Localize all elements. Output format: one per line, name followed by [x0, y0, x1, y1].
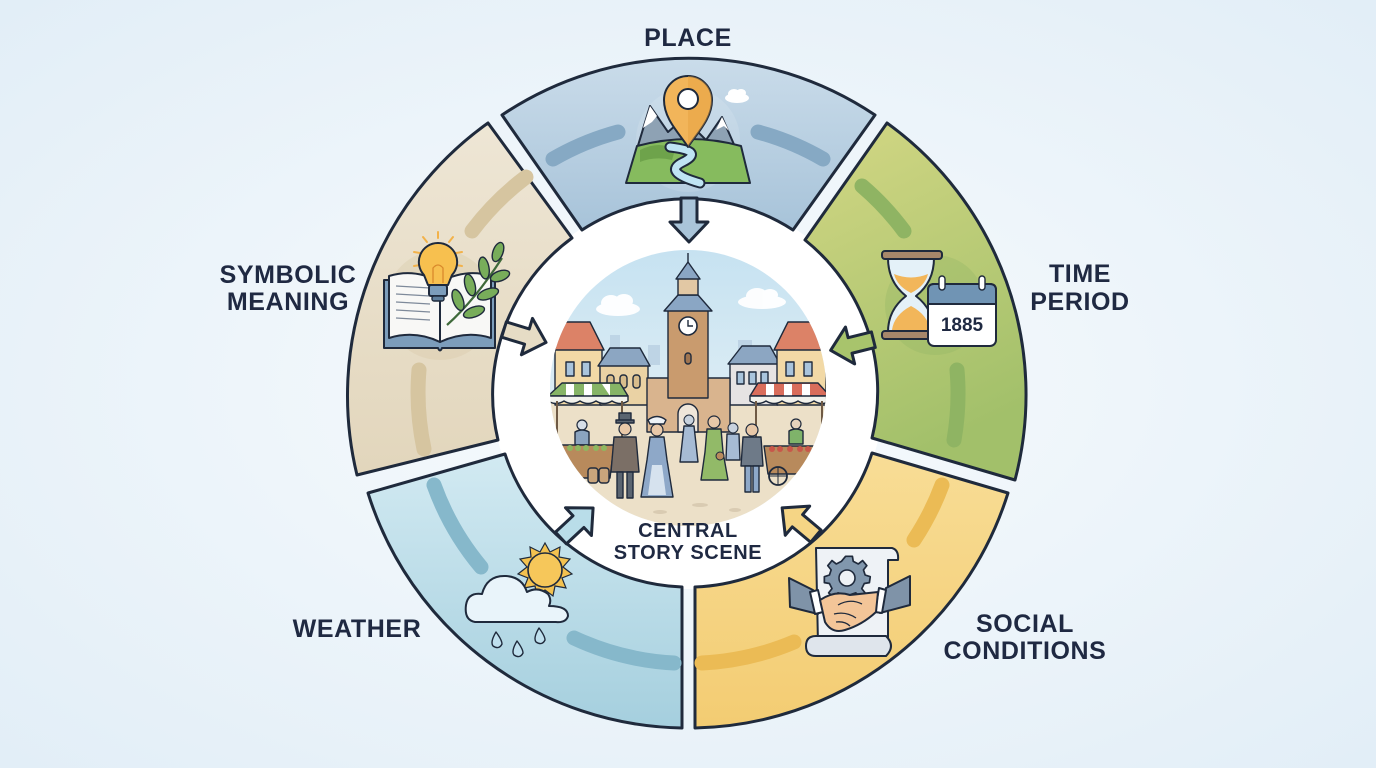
label-place: PLACE — [644, 24, 732, 52]
town-square-market-scene-icon — [550, 250, 826, 526]
svg-text:PERIOD: PERIOD — [1030, 288, 1129, 316]
label-social-conditions: SOCIAL CONDITIONS — [944, 610, 1107, 665]
segment-stripe — [694, 634, 802, 671]
arrow-place-to-center — [668, 196, 710, 244]
svg-text:CENTRAL: CENTRAL — [638, 520, 738, 542]
segment-stripe — [854, 178, 912, 239]
label-weather: WEATHER — [293, 615, 422, 643]
gear-icon — [823, 555, 872, 601]
calendar-year: 1885 — [941, 315, 984, 336]
label-time-period: TIME PERIOD — [1030, 260, 1129, 316]
people-figures — [610, 412, 764, 499]
hourglass-calendar-icon: 1885 — [881, 250, 997, 355]
svg-text:WEATHER: WEATHER — [293, 615, 422, 643]
segment-stripe — [464, 169, 534, 239]
svg-text:SOCIAL: SOCIAL — [976, 610, 1074, 638]
book-lightbulb-laurel-icon — [383, 231, 511, 360]
segment-stripe — [946, 362, 966, 448]
arrow-time-to-center — [829, 325, 877, 366]
svg-text:CONDITIONS: CONDITIONS — [944, 637, 1107, 665]
cloud-sun-rain-icon — [464, 541, 574, 658]
svg-text:TIME: TIME — [1049, 260, 1111, 288]
svg-text:SYMBOLIC: SYMBOLIC — [220, 261, 357, 289]
cloud-icon — [725, 89, 749, 103]
segment-stripe — [906, 477, 950, 548]
label-central-story-scene: CENTRAL STORY SCENE — [614, 520, 763, 564]
arrow-symbolic-to-center — [500, 316, 548, 357]
svg-text:STORY SCENE: STORY SCENE — [614, 542, 763, 564]
segment-stripe — [566, 630, 682, 671]
sun-icon — [516, 541, 574, 598]
segment-stripe — [545, 124, 626, 167]
label-symbolic-meaning: SYMBOLIC MEANING — [220, 261, 357, 316]
raindrops-icon — [491, 627, 546, 658]
svg-text:PLACE: PLACE — [644, 24, 732, 52]
arrow-weather-to-center — [553, 506, 595, 546]
segment-stripe — [410, 362, 432, 457]
arrow-social-to-center — [780, 504, 823, 544]
calendar-icon: 1885 — [927, 275, 997, 347]
svg-text:MEANING: MEANING — [227, 288, 349, 316]
segment-stripe — [750, 124, 831, 167]
segment-stripe — [426, 477, 489, 575]
map-pin-landscape-icon — [625, 75, 751, 192]
handshake-gear-scroll-icon — [788, 547, 911, 657]
laurel-leaves — [451, 241, 511, 319]
hourglass-icon — [881, 250, 943, 340]
